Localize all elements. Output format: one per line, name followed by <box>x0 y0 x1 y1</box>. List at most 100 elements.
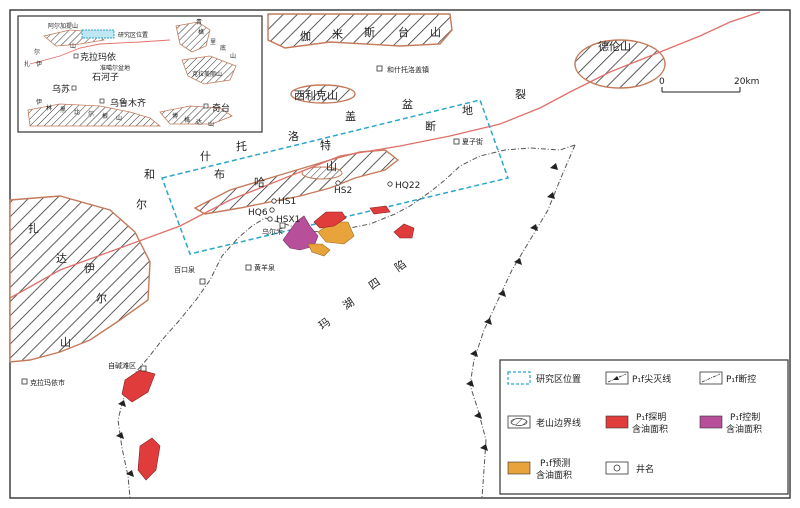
legend-swatch-pinchout <box>605 371 629 385</box>
inset-labels: 阿尔加提山 研究区位置 山 青 格 里 底 山 尔 扎 伊 克拉玛依 准噶尔盆地… <box>24 18 236 128</box>
legend-swatch-well <box>605 461 629 475</box>
svg-text:研究区位置: 研究区位置 <box>118 31 148 39</box>
label-jiamai: 伽 米 斯 台 山 <box>300 25 441 43</box>
legend-label-fault: P₁f断控 <box>726 373 756 385</box>
svg-text:斯: 斯 <box>364 26 375 39</box>
oil-proven-3 <box>393 223 415 239</box>
svg-text:地: 地 <box>462 104 473 117</box>
svg-text:山: 山 <box>208 120 214 128</box>
label-wuerhe: 乌尔禾 <box>262 227 283 236</box>
legend-swatch-proven <box>605 415 629 429</box>
svg-text:克拉美丽山: 克拉美丽山 <box>192 70 222 78</box>
svg-text:里: 里 <box>210 39 216 46</box>
svg-text:尔: 尔 <box>136 198 147 211</box>
svg-text:伊: 伊 <box>36 60 42 68</box>
label-zha-dayi: 扎 达 伊 尔 山 <box>28 221 107 349</box>
svg-text:底: 底 <box>220 44 226 52</box>
legend-label-well: 井名 <box>636 463 654 475</box>
well-markers <box>267 180 393 222</box>
svg-text:扎: 扎 <box>24 60 30 68</box>
svg-text:布: 布 <box>214 168 225 181</box>
svg-text:根: 根 <box>102 112 108 120</box>
legend-label-controlled-2: 含油面积 <box>726 423 762 435</box>
place-markers <box>21 65 460 385</box>
well-hs2: HS2 <box>334 186 352 196</box>
svg-text:特: 特 <box>320 138 331 152</box>
study-area-box <box>161 99 509 255</box>
well-hq22: HQ22 <box>395 181 420 191</box>
scale-end: 20km <box>734 77 759 87</box>
svg-text:山: 山 <box>60 336 71 349</box>
svg-text:博: 博 <box>172 112 178 120</box>
svg-text:洛: 洛 <box>288 129 299 143</box>
mountain-zhayi <box>9 195 151 363</box>
legend-swatch-predicted <box>507 461 531 475</box>
oil-proven-2 <box>369 205 391 215</box>
legend-swatch-controlled <box>699 415 723 429</box>
legend-label-proven-1: P₁f探明 <box>636 411 666 423</box>
oil-controlled <box>282 215 319 251</box>
svg-text:和: 和 <box>144 168 155 181</box>
svg-text:比: 比 <box>74 108 80 116</box>
legend-swatch-fault <box>699 371 723 385</box>
legend-label-old-mountain: 老山边界线 <box>536 417 581 429</box>
svg-text:山: 山 <box>326 160 337 173</box>
label-rift: 裂 <box>515 88 526 101</box>
svg-text:山: 山 <box>430 26 441 39</box>
svg-text:山: 山 <box>70 42 76 50</box>
svg-text:乌苏: 乌苏 <box>52 83 70 95</box>
oil-proven-5 <box>137 437 161 481</box>
svg-text:尔: 尔 <box>96 292 107 305</box>
legend-label-controlled-1: P₁f控制 <box>730 411 760 423</box>
inset-map <box>17 15 263 133</box>
svg-text:奇台: 奇台 <box>212 102 230 114</box>
svg-text:山: 山 <box>116 114 122 122</box>
svg-text:克拉玛依: 克拉玛依 <box>80 51 116 63</box>
svg-text:断: 断 <box>425 119 436 133</box>
well-hs1: HS1 <box>278 197 296 207</box>
svg-text:台: 台 <box>398 25 409 39</box>
mountain-xiyueke <box>290 84 356 104</box>
label-karamay-city: 克拉玛依市 <box>30 378 65 387</box>
svg-text:伊: 伊 <box>36 98 42 106</box>
svg-text:哈: 哈 <box>254 176 265 189</box>
svg-text:准噶尔盆地: 准噶尔盆地 <box>100 64 130 72</box>
oil-proven-4 <box>121 369 156 403</box>
label-region-chars: 盖 盆 断 地 洛 特 山 什 托 布 哈 和 尔 <box>136 97 473 211</box>
mountain-hashan <box>193 149 400 215</box>
label-huangyangquan: 黄羊泉 <box>254 263 275 272</box>
well-hsx1: HSX1 <box>276 215 300 225</box>
svg-text:尔: 尔 <box>34 48 40 56</box>
svg-text:黑: 黑 <box>60 107 66 114</box>
oil-proven-1 <box>313 211 347 229</box>
legend-swatch-study-area <box>507 371 531 385</box>
svg-text:阿尔加提山: 阿尔加提山 <box>48 22 78 30</box>
svg-text:伊: 伊 <box>84 262 95 275</box>
boundary-line <box>9 11 761 299</box>
legend-label-predicted-1: P₁f预测 <box>540 458 570 469</box>
pinchout-line <box>117 144 576 499</box>
svg-text:乌鲁木齐: 乌鲁木齐 <box>110 97 146 109</box>
svg-text:青: 青 <box>196 18 202 26</box>
svg-text:格: 格 <box>184 116 190 124</box>
legend-swatch-old-mountain <box>507 415 531 429</box>
mountain-small <box>301 166 343 180</box>
svg-text:米: 米 <box>332 28 343 41</box>
legend-label-predicted-2: 含油面积 <box>536 469 572 481</box>
svg-text:伽: 伽 <box>300 29 311 43</box>
scale-start: 0 <box>659 77 665 87</box>
svg-text:林: 林 <box>46 104 52 112</box>
scale-bar: 0 20km <box>659 77 759 93</box>
fault-ticks <box>116 163 558 477</box>
svg-text:盖: 盖 <box>345 109 356 123</box>
fault-line <box>469 144 576 499</box>
svg-text:扎: 扎 <box>28 221 39 235</box>
svg-text:山: 山 <box>230 52 236 60</box>
label-heshituo: 和什托洛盖镇 <box>387 65 429 74</box>
svg-text:尔: 尔 <box>88 110 94 118</box>
mountain-delun <box>574 39 666 89</box>
svg-text:格: 格 <box>198 28 204 36</box>
svg-text:盆: 盆 <box>402 97 413 111</box>
legend-label-pinchout: P₁f尖灭线 <box>632 373 671 385</box>
